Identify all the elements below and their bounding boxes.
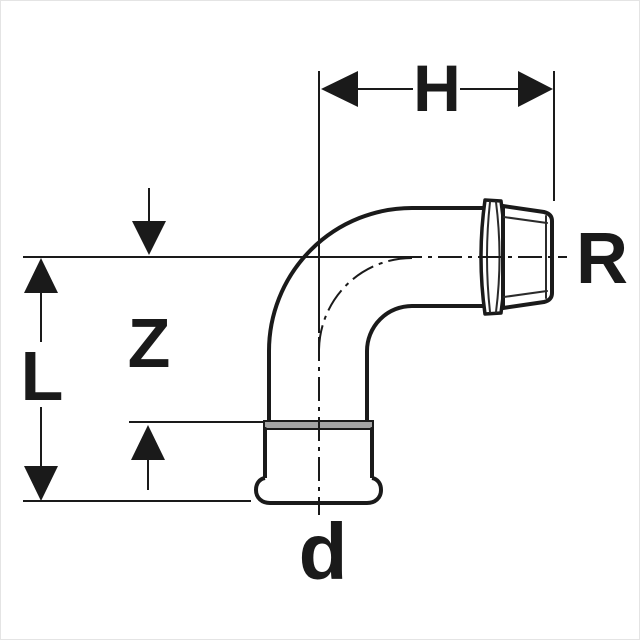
z-arrow-up xyxy=(131,425,165,460)
z-dimension-label: Z xyxy=(128,304,171,382)
l-arrow-up xyxy=(24,258,58,293)
bend-centerline-arc xyxy=(318,257,413,352)
dimension-H: H xyxy=(321,51,553,125)
extension-lines xyxy=(23,71,555,502)
z-arrow-down xyxy=(132,221,166,255)
thread-line-top xyxy=(503,216,548,224)
elbow-fitting-body xyxy=(254,198,554,505)
d-diameter-label: d xyxy=(299,507,348,596)
dimension-Z: Z xyxy=(128,188,171,490)
h-dimension-label: H xyxy=(413,51,461,125)
dimension-L: L xyxy=(21,258,64,501)
h-arrow-left xyxy=(321,71,358,107)
h-arrow-right xyxy=(518,71,553,107)
elbow-inner-contour xyxy=(365,304,485,423)
r-thread-label: R xyxy=(576,219,628,299)
l-arrow-down xyxy=(24,466,58,501)
l-dimension-label: L xyxy=(21,337,64,415)
centerlines xyxy=(318,256,567,515)
elbow-outer-contour xyxy=(267,206,485,423)
thread-line-bottom xyxy=(503,290,548,298)
